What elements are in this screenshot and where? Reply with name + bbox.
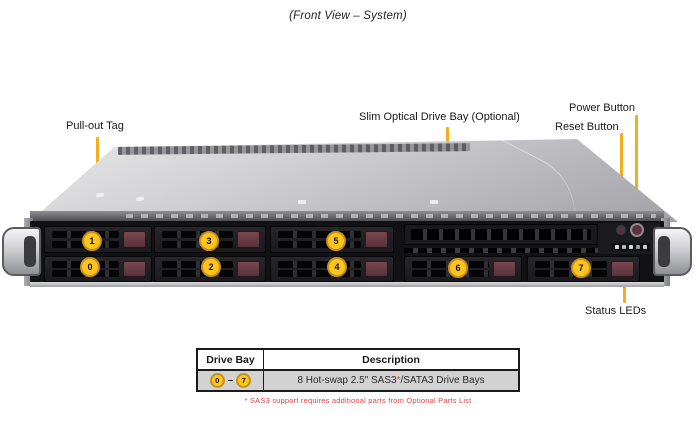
drive-tray-latch [123,261,146,277]
header-description: Description [362,353,420,366]
sas3-footnote: * SAS3 support requires additional parts… [244,396,472,405]
reset-button [616,225,626,235]
optical-drive-bay [404,224,598,245]
table-header-row: Drive Bay Description [198,350,518,371]
bay-number-badge: 0 [80,257,100,277]
drive-tray-latch [237,261,260,277]
right-rack-handle [653,227,692,276]
status-leds [612,243,650,251]
optical-bay-cutouts [411,229,591,240]
cover-latch-mark [430,200,438,204]
drive-tray-latch [493,261,516,277]
label-power-button: Power Button [569,102,636,114]
drive-tray-latch [237,231,260,248]
chassis-bottom-edge [30,282,664,287]
table-data-row: 0 – 7 8 Hot-swap 2.5" SAS3*/SATA3 Drive … [198,371,518,390]
label-status-leds: Status LEDs [585,305,647,317]
optical-bay-vents [404,248,598,253]
bay-number-badge: 6 [448,258,468,278]
status-led [622,245,626,249]
drive-tray-latch [365,261,388,277]
label-reset-button: Reset Button [555,121,619,133]
sas3-asterisk: * [396,375,401,386]
drive-bay-range: 0 – 7 [198,371,264,390]
header-drive-bay: Drive Bay [198,350,264,369]
status-led [636,245,640,249]
drive-bay-description: 8 Hot-swap 2.5" SAS3*/SATA3 Drive Bays [297,375,485,386]
cover-latch-mark [298,200,306,204]
drive-bay-table: Drive Bay Description 0 – 7 8 Hot-swap 2… [196,348,520,392]
bay-number-badge: 1 [82,231,102,251]
figure-title: (Front View – System) [289,10,407,22]
front-lip-vents [126,214,656,218]
bay-range-end-badge: 7 [236,373,252,388]
bay-number-badge: 2 [201,257,221,277]
chassis-front-lip [30,211,664,222]
drive-tray-latch [611,261,634,277]
bay-range-start-badge: 0 [209,373,225,388]
bay-number-badge: 7 [571,258,591,278]
bay-number-badge: 3 [199,231,219,251]
bay-number-badge: 5 [326,231,346,251]
drive-tray-latch [365,231,388,248]
status-led [643,245,647,249]
bay-range-dash: – [227,375,234,386]
label-pull-out-tag: Pull-out Tag [66,120,124,132]
power-button [630,223,644,237]
label-optical-bay: Slim Optical Drive Bay (Optional) [359,111,520,123]
drive-tray-latch [123,231,146,248]
left-rack-handle [2,227,41,276]
callout-line-power-button [635,115,638,228]
status-led [615,245,619,249]
bay-number-badge: 4 [327,257,347,277]
status-led [629,245,633,249]
